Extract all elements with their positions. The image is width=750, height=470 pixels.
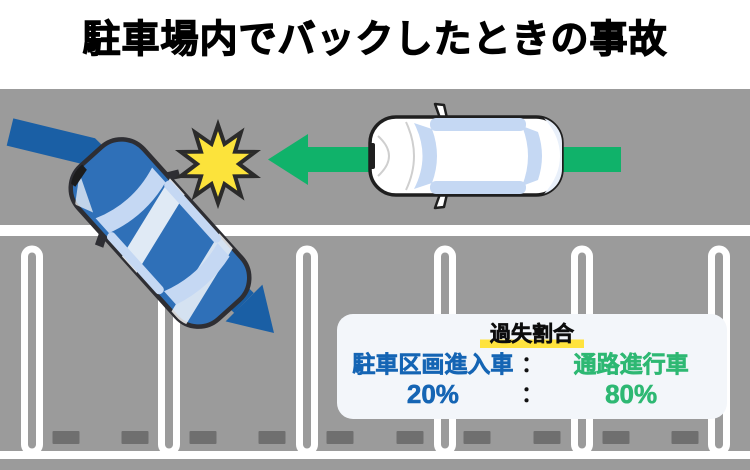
wheel-stop-markers (52, 431, 699, 444)
ratio-colon: ： (520, 381, 543, 407)
aisle-car-label: 通路進行車 (573, 351, 689, 378)
ratio-colon: ： (520, 351, 543, 377)
aisle-car (368, 102, 564, 210)
front-grille (370, 143, 375, 169)
reversing-car (67, 137, 252, 329)
page-title: 駐車場内でバックしたときの事故 (82, 18, 668, 61)
fault-ratio-labels-row: 駐車区画進入車 ： 通路進行車 (345, 351, 719, 378)
aisle-boundary-line (0, 225, 750, 236)
fault-ratio-values-row: 20% ： 80% (345, 378, 719, 409)
bottom-boundary-line (0, 451, 750, 459)
fault-ratio-heading: 過失割合 (480, 323, 584, 349)
blue-arrowhead (225, 284, 274, 333)
bay-divider (296, 245, 318, 456)
aisle-car-percentage: 80% (605, 378, 658, 409)
reversing-car-percentage: 20% (406, 378, 460, 409)
reversing-car-label: 駐車区画進入車 (352, 351, 514, 378)
fault-ratio-panel: 過失割合 駐車区画進入車 ： 通路進行車 20% ： 80% (337, 314, 727, 419)
green-arrowhead (268, 134, 308, 185)
bay-divider (21, 245, 43, 456)
headlight (67, 163, 87, 187)
starburst-collision-icon (174, 118, 262, 210)
